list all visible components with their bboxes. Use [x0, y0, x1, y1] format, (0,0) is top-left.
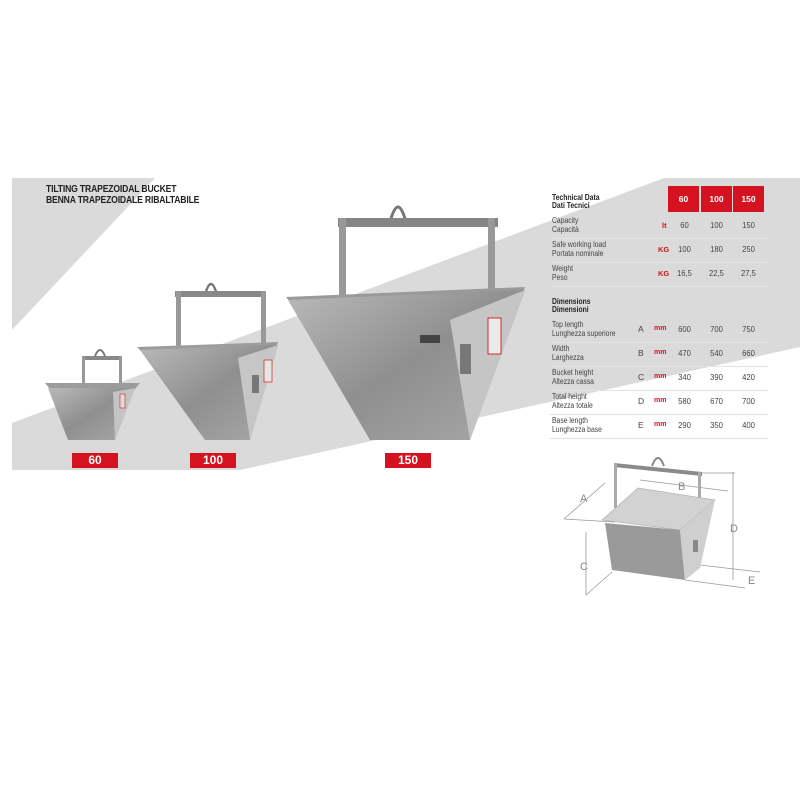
label-d: D: [730, 523, 738, 535]
cell: 390: [710, 372, 723, 382]
cell: 400: [742, 420, 755, 430]
cell: 350: [710, 420, 723, 430]
heading-it: Dati Tecnici: [552, 201, 590, 210]
column-header-100: 100: [701, 186, 732, 212]
cell: 250: [742, 244, 755, 254]
tag-60: 60: [72, 453, 118, 468]
cell: 660: [742, 348, 755, 358]
cell: 27,5: [741, 268, 756, 278]
label-b: B: [678, 481, 685, 493]
row-letter: D: [638, 396, 645, 406]
column-header-60: 60: [668, 186, 699, 212]
dimensions-heading-en: Dimensions: [552, 297, 591, 306]
title-english: TILTING TRAPEZOIDAL BUCKET: [46, 183, 177, 195]
row-unit: mm: [654, 349, 667, 356]
cell: 470: [678, 348, 691, 358]
row-letter: B: [638, 348, 644, 358]
row-unit: mm: [654, 373, 667, 380]
row-unit: mm: [654, 421, 667, 428]
cell: 100: [678, 244, 691, 254]
technical-data-table: Technical Data Dati Tecnici 60 100 150 C…: [550, 186, 768, 439]
row-letter: E: [638, 420, 644, 430]
row-unit: mm: [654, 397, 667, 404]
cell: 16,5: [677, 268, 692, 278]
row-letter: A: [638, 324, 644, 334]
cell: 180: [710, 244, 723, 254]
cell: 100: [710, 220, 723, 230]
cell: 420: [742, 372, 755, 382]
heading-en: Technical Data: [552, 193, 600, 202]
cell: 22,5: [709, 268, 724, 278]
cell: 670: [710, 396, 723, 406]
label-e: E: [748, 575, 755, 587]
row-unit: KG: [658, 245, 670, 254]
title-italian: BENNA TRAPEZOIDALE RIBALTABILE: [46, 194, 200, 206]
gray-triangle: [12, 178, 155, 330]
cell: 580: [678, 396, 691, 406]
cell: 700: [742, 396, 755, 406]
table-heading: Technical Data Dati Tecnici: [552, 194, 599, 210]
cell: 700: [710, 324, 723, 334]
cell: 340: [678, 372, 691, 382]
bucket-60-image: [45, 349, 140, 440]
page-title: TILTING TRAPEZOIDAL BUCKET BENNA TRAPEZO…: [46, 184, 199, 206]
cell: 60: [680, 220, 689, 230]
cell: 290: [678, 420, 691, 430]
dimensions-heading: Dimensions Dimensioni: [552, 298, 591, 314]
bucket-100-image: [137, 282, 278, 440]
cell: 150: [742, 220, 755, 230]
dimensions-heading-it: Dimensioni: [552, 305, 589, 314]
bucket-150-image: [286, 205, 525, 440]
row-unit: mm: [654, 325, 667, 332]
column-header-150: 150: [733, 186, 764, 212]
cell: 750: [742, 324, 755, 334]
label-c: C: [580, 561, 588, 573]
cell: 540: [710, 348, 723, 358]
cell: 600: [678, 324, 691, 334]
row-unit: KG: [658, 269, 670, 278]
row-unit: lt: [662, 221, 667, 230]
tag-150: 150: [385, 453, 431, 468]
label-a: A: [580, 493, 588, 505]
row-letter: C: [638, 372, 645, 382]
dimension-diagram: A B C D E: [563, 457, 761, 596]
tag-100: 100: [190, 453, 236, 468]
